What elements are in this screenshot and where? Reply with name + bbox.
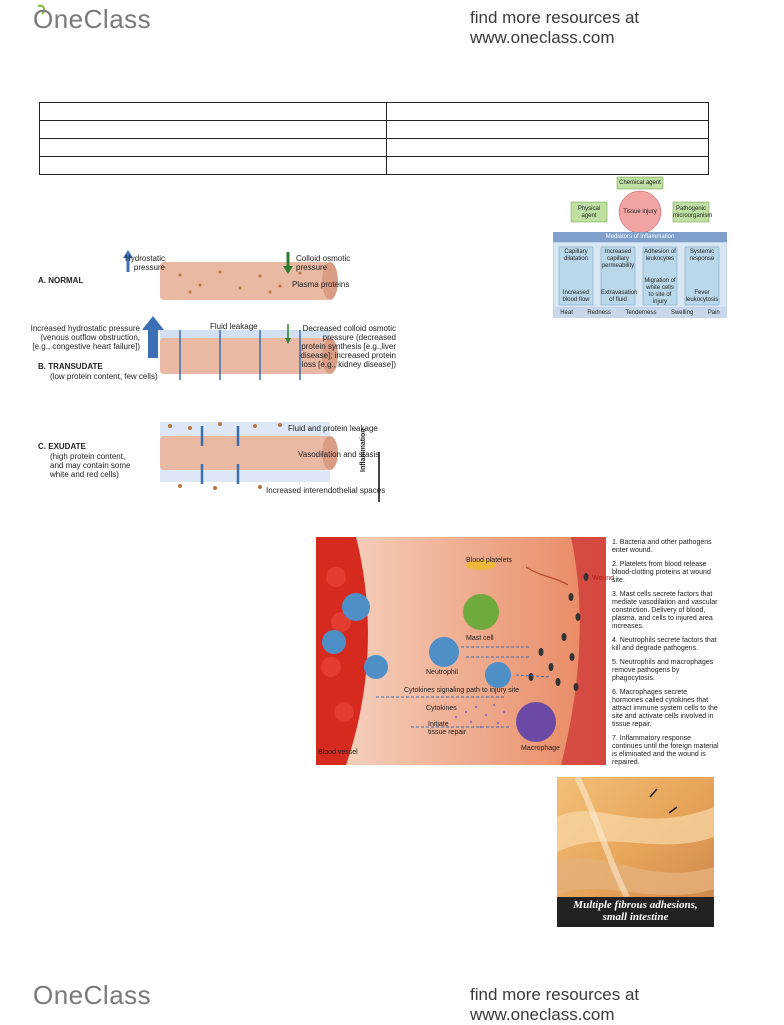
caption-line2: small intestine	[602, 911, 669, 923]
photo-image	[557, 777, 714, 927]
col1-result: Increased blood flow	[562, 290, 590, 303]
macrophage-label: Macrophage	[521, 745, 560, 752]
cytokines-path-label: Cytokines signaling path to injury site	[404, 687, 520, 694]
table-row	[39, 138, 709, 157]
col3-head: Adhesion of leukocytes	[644, 249, 676, 262]
table-row	[39, 156, 709, 175]
physical-agent-label: Physical agent	[577, 206, 601, 219]
cardinal-signs-row: Heat Redness Tenderness Swelling Pain	[553, 310, 727, 317]
col2-head: Increased capillary permeability	[601, 249, 635, 269]
table-cell	[386, 102, 709, 121]
step-7: 7. Inflammatory response continues until…	[612, 735, 719, 766]
header-tagline[interactable]: find more resources at www.oneclass.com	[470, 8, 640, 47]
chemical-agent-label: Chemical agent	[619, 180, 661, 186]
col4-result: Fever leukocytosis	[685, 290, 719, 303]
adhesions-photo: Multiple fibrous adhesions, small intest…	[557, 777, 714, 927]
sign-tenderness: Tenderness	[625, 310, 657, 316]
mast-label: Mast cell	[466, 635, 494, 642]
b-sub: (low protein content, few cells)	[50, 372, 158, 381]
table-cell	[386, 138, 709, 157]
col3-mid: Migration of white cells to site of inju…	[644, 278, 676, 305]
table-cell	[39, 102, 387, 121]
step-4: 4. Neutrophils secrete factors that kill…	[612, 637, 717, 652]
hydrostatic-label: Hydrostatic pressure	[124, 254, 165, 272]
wound-label: Wound	[592, 575, 615, 582]
step-2: 2. Platelets from blood release blood-cl…	[612, 561, 711, 584]
step-3: 3. Mast cells secrete factors that media…	[612, 591, 718, 630]
col2-result: Extravasation of fluid	[601, 290, 638, 303]
wound-illustration	[316, 537, 606, 765]
mediators-label: Mediators of inflammation	[605, 234, 675, 240]
platelets-label: Blood platelets	[466, 557, 512, 564]
c-label: C. EXUDATE	[38, 442, 86, 451]
col4-head: Systemic response	[689, 249, 715, 262]
transudate-exudate-figure: Hydrostatic pressure Colloid osmotic pre…	[30, 240, 400, 505]
step-6: 6. Macrophages secrete hormones called c…	[612, 689, 718, 728]
table-cell	[386, 120, 709, 139]
sign-swelling: Swelling	[670, 310, 694, 316]
b-left-label: Increased hydrostatic pressure (venous o…	[30, 324, 140, 351]
sign-redness: Redness	[587, 310, 612, 316]
mediators-diagram-bg	[553, 176, 727, 318]
footer-logo-text: OneClass	[33, 980, 152, 1010]
neutrophil-label: Neutrophil	[426, 669, 458, 676]
inflammation-side-label: Inflammation	[360, 428, 367, 472]
a-label: A. NORMAL	[38, 276, 83, 285]
logo-text: OneClass	[33, 4, 152, 34]
table-row	[39, 102, 709, 121]
caption-line1: Multiple fibrous adhesions,	[573, 899, 698, 911]
plasma-label: Plasma proteins	[292, 280, 350, 289]
vasodilation-label: Vasodilation and stasis	[298, 450, 380, 459]
sign-heat: Heat	[560, 310, 573, 316]
oneclass-leaf-icon	[37, 4, 46, 15]
inflammation-mediators-diagram: Chemical agent Physical agent Pathogenic…	[553, 172, 727, 318]
step-5: 5. Neutrophils and macrophages remove pa…	[612, 659, 714, 682]
footer-tagline[interactable]: find more resources at www.oneclass.com	[470, 985, 640, 1024]
wound-healing-figure: Blood platelets Wound Mast cell Neutroph…	[316, 537, 720, 767]
c-letter: C.	[38, 442, 46, 451]
table-cell	[39, 120, 387, 139]
wound-steps-list: 1. Bacteria and other pathogens enter wo…	[612, 539, 720, 767]
cytokines-label: Cytokines	[426, 705, 457, 712]
c-sub: (high protein content, and may contain s…	[50, 452, 131, 479]
fluid-leakage-label: Fluid leakage	[210, 322, 258, 331]
initiate-label: Initiate tissue repair	[428, 721, 467, 736]
step-1: 1. Bacteria and other pathogens enter wo…	[612, 539, 712, 554]
table-row	[39, 120, 709, 139]
empty-table	[39, 102, 709, 175]
b-title: TRANSUDATE	[48, 362, 103, 371]
colloid-label: Colloid osmotic pressure	[296, 254, 351, 272]
interendothelial-label: Increased interendothelial spaces	[266, 486, 386, 495]
a-letter: A.	[38, 276, 46, 285]
vessel-label: Blood vessel	[318, 749, 358, 756]
tissue-injury-label: Tissue injury	[623, 209, 657, 215]
table-cell	[386, 156, 709, 175]
table-cell	[39, 156, 387, 175]
photo-caption: Multiple fibrous adhesions, small intest…	[557, 899, 714, 923]
a-title: NORMAL	[48, 276, 84, 285]
fluid-protein-label: Fluid and protein leakage	[288, 424, 378, 433]
sign-pain: Pain	[707, 310, 720, 316]
b-right-label: Decreased colloid osmotic pressure (decr…	[300, 324, 396, 369]
col1-head: Capillary dilatation	[563, 249, 589, 262]
b-label: B. TRANSUDATE	[38, 362, 103, 371]
vessel-illustrations	[123, 250, 380, 502]
pathogen-label: Pathogenic microorganism	[673, 206, 713, 219]
table-cell	[39, 138, 387, 157]
c-title: EXUDATE	[48, 442, 86, 451]
b-letter: B.	[38, 362, 46, 371]
